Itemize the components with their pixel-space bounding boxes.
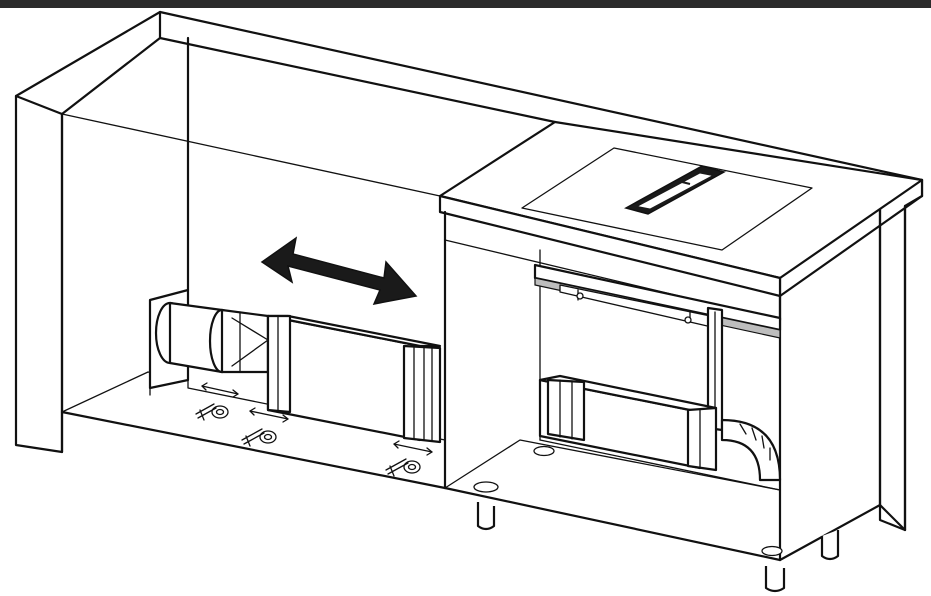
small-arrow-icon [393, 440, 433, 456]
sliding-duct [154, 301, 442, 444]
screw-icon [385, 458, 421, 477]
right-cabinet [443, 178, 924, 562]
left-compartment-floor [60, 371, 447, 490]
vent-slot-icon [624, 165, 726, 215]
screw-icon [241, 428, 277, 447]
cooktop [521, 147, 813, 251]
top-edge-strip [0, 0, 931, 8]
screw-icon [195, 403, 229, 421]
double-arrow-icon [260, 236, 418, 306]
small-arrow-icon [201, 382, 239, 398]
extraction-pipe [706, 306, 782, 482]
cabinet-legs [476, 502, 840, 593]
cabinet-top-frame [14, 10, 924, 292]
cabinet-duct [538, 374, 718, 472]
small-arrow-icon [249, 407, 289, 423]
